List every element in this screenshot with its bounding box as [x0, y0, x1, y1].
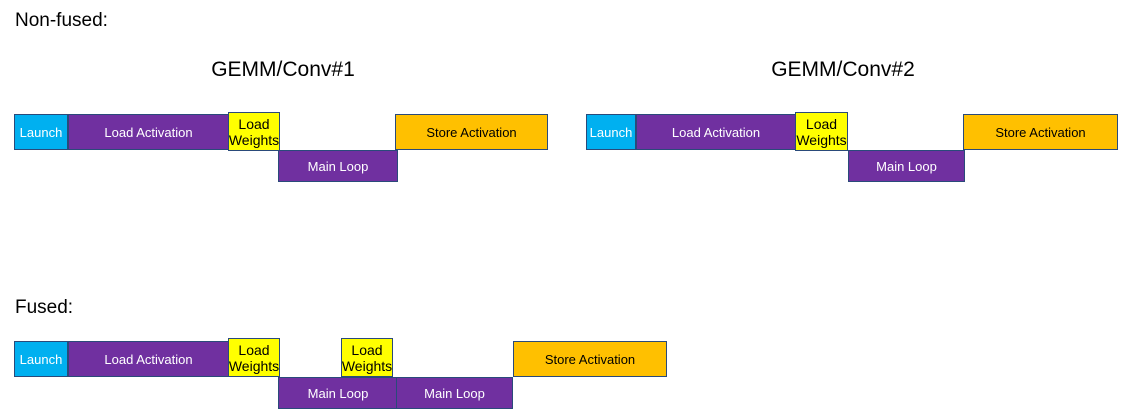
bar-store-activation-gemm1-label: Store Activation [426, 124, 517, 140]
bar-launch-gemm1-label: Launch [19, 124, 63, 140]
bar-load-weights-fused-1[interactable]: Load Weights [228, 338, 280, 377]
bar-main-loop-gemm2-label: Main Loop [876, 158, 937, 174]
bar-launch-gemm1[interactable]: Launch [14, 114, 68, 150]
bar-launch-fused[interactable]: Launch [14, 341, 68, 377]
bar-load-activation-fused[interactable]: Load Activation [68, 341, 229, 377]
bar-load-activation-fused-label: Load Activation [104, 351, 193, 367]
bar-load-weights-fused-1-label-line2: Weights [228, 357, 280, 374]
bar-store-activation-gemm2-label: Store Activation [995, 124, 1086, 140]
bar-launch-fused-label: Launch [19, 351, 63, 367]
bar-store-activation-fused-label: Store Activation [544, 351, 636, 367]
bar-launch-gemm2-label: Launch [589, 124, 633, 140]
fused-section-label: Fused: [15, 297, 74, 318]
non-fused-section-label: Non-fused: [15, 10, 108, 31]
bar-load-weights-gemm1-label-line2: Weights [228, 131, 280, 148]
bar-main-loop-fused-2[interactable]: Main Loop [396, 377, 513, 409]
bar-load-weights-fused-1-label-line1: Load [238, 341, 270, 358]
bar-main-loop-gemm2[interactable]: Main Loop [848, 150, 965, 182]
bar-load-weights-fused-2-label-line1: Load [351, 341, 383, 358]
bar-main-loop-fused-1[interactable]: Main Loop [278, 377, 398, 409]
bar-load-activation-gemm2[interactable]: Load Activation [636, 114, 796, 150]
bar-store-activation-fused[interactable]: Store Activation [513, 341, 667, 377]
bar-load-weights-gemm2[interactable]: Load Weights [795, 112, 848, 151]
bar-load-weights-gemm1-label-line1: Load [238, 115, 270, 132]
bar-load-weights-fused-2-label-line2: Weights [341, 357, 393, 374]
bar-load-weights-gemm1[interactable]: Load Weights [228, 112, 280, 151]
bar-load-weights-gemm2-label-line2: Weights [796, 131, 847, 148]
bar-load-weights-gemm2-label-line1: Load [805, 115, 838, 132]
bar-main-loop-gemm1-label: Main Loop [307, 158, 369, 174]
bar-main-loop-fused-2-label: Main Loop [424, 385, 485, 401]
group-title-gemm-conv-2: GEMM/Conv#2 [771, 58, 915, 81]
bar-load-activation-gemm1[interactable]: Load Activation [68, 114, 229, 150]
bar-store-activation-gemm2[interactable]: Store Activation [963, 114, 1118, 150]
bar-main-loop-gemm1[interactable]: Main Loop [278, 150, 398, 182]
bar-store-activation-gemm1[interactable]: Store Activation [395, 114, 548, 150]
bar-load-activation-gemm1-label: Load Activation [104, 124, 193, 140]
bar-load-weights-fused-2[interactable]: Load Weights [341, 338, 393, 377]
bar-load-activation-gemm2-label: Load Activation [671, 124, 761, 140]
bar-launch-gemm2[interactable]: Launch [586, 114, 636, 150]
bar-main-loop-fused-1-label: Main Loop [307, 385, 369, 401]
group-title-gemm-conv-1: GEMM/Conv#1 [211, 58, 355, 81]
